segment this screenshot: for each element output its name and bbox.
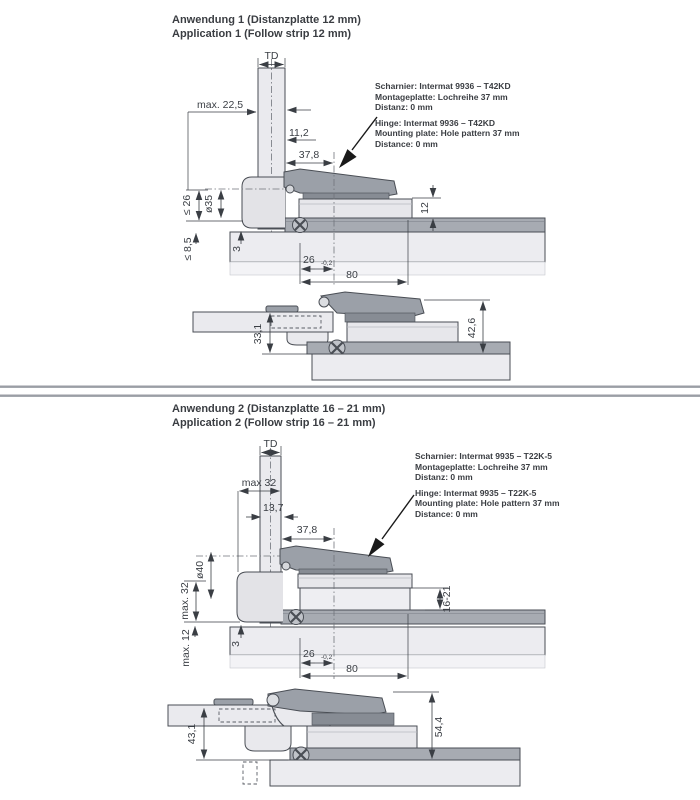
arm-bracket-open	[344, 312, 416, 323]
dim-reveal: 13,7	[263, 502, 284, 514]
application2-title: Anwendung 2 (Distanzplatte 16 – 21 mm) A…	[172, 402, 385, 430]
dim-arm-axis: 37,8	[299, 149, 320, 161]
application1-title-en: Application 1 (Follow strip 12 mm)	[172, 28, 352, 40]
dim-door-thickness: TD	[265, 50, 279, 62]
dim-open-b: 54,4	[433, 717, 445, 738]
application2-title-en: Application 2 (Follow strip 16 – 21 mm)	[172, 417, 376, 429]
annotation-app1-de-line3: Distanz: 0 mm	[375, 102, 433, 112]
hinge-knuckle-open	[318, 296, 330, 308]
carcase-panel-lower	[229, 654, 546, 669]
carcase-panel	[229, 231, 546, 263]
dim-edge-distance: ≤ 26	[181, 195, 193, 216]
app2-closed-view: TD max 32 13,7 37,8 ø40 max. 32	[179, 438, 546, 680]
dim-overlay: max. 22,5	[197, 99, 243, 111]
dim-door-thickness: TD	[264, 438, 278, 450]
hinge-cup	[236, 571, 283, 623]
app1-open-view: 33,1 42,6	[192, 291, 511, 381]
hinge-knuckle	[281, 561, 291, 571]
dim-overlay: max 32	[242, 477, 277, 489]
hinge-arm-open	[319, 291, 425, 318]
application1-title: Anwendung 1 (Distanzplatte 12 mm) Applic…	[172, 13, 361, 41]
annotation-app1: Scharnier: Intermat 9936 – T42KD Montage…	[375, 81, 520, 149]
screw-icon	[292, 217, 308, 233]
distance-plate-strip-open	[289, 747, 521, 761]
mounting-plate-open	[346, 321, 459, 343]
screw-icon	[292, 746, 310, 764]
carcase-front-strip	[280, 609, 546, 625]
annotation-app2: Scharnier: Intermat 9935 – T22K-5 Montag…	[415, 451, 560, 519]
carcase-panel-open	[311, 353, 511, 381]
dim-open-a: 33,1	[252, 324, 264, 345]
cup-hidden-outline	[270, 315, 322, 329]
cup-hidden-below	[242, 761, 258, 785]
dim-hole26-tolerance: -0,2	[321, 260, 333, 267]
application1-title-de: Anwendung 1 (Distanzplatte 12 mm)	[172, 14, 361, 26]
annotation-app2-en-line3: Distance: 0 mm	[415, 508, 478, 519]
annotation-app2-de-line3: Distanz: 0 mm	[415, 472, 473, 482]
hinge-arm	[283, 168, 398, 197]
screw-icon	[288, 609, 304, 625]
dim-reveal: 11,2	[289, 127, 309, 139]
hinge-cup	[241, 176, 285, 229]
dim-open-b: 42,6	[466, 318, 478, 339]
dim-hole80: 80	[346, 269, 358, 281]
distance-plate-strip	[284, 217, 546, 233]
cup-body-open	[244, 725, 292, 752]
cup-flange	[265, 305, 299, 313]
dim-plate-height: 16-21	[441, 585, 453, 612]
annotation-app2-de-line1: Scharnier: Intermat 9935 – T22K-5	[415, 451, 553, 461]
dim-gap3: 3	[231, 246, 243, 252]
arm-bracket	[298, 568, 388, 575]
screw-icon	[328, 339, 346, 357]
section-divider	[0, 385, 700, 397]
hinge-knuckle	[285, 184, 295, 194]
annotation-app2-de-line2: Montageplatte: Lochreihe 37 mm	[415, 461, 548, 472]
dim-open-a: 43,1	[186, 724, 198, 745]
annotation-app1-de-line2: Montageplatte: Lochreihe 37 mm	[375, 91, 508, 102]
application2-title-de: Anwendung 2 (Distanzplatte 16 – 21 mm)	[172, 403, 386, 415]
dim-gap-bottom: ≤ 8,5	[182, 237, 194, 260]
arm-elbow	[271, 705, 285, 727]
dim-plate-height: 12	[419, 202, 431, 214]
app1-closed-view: TD max. 22,5 11,2 37,8 ø35 ≤ 26	[181, 50, 546, 286]
carcase-panel-lower	[229, 261, 546, 276]
dim-gap-bottom: max. 12	[180, 629, 192, 667]
hinge-knuckle-open	[266, 693, 280, 707]
arm-bracket	[302, 192, 390, 200]
dim-hole26: 26	[303, 254, 315, 266]
dim-edge-distance: max. 32	[179, 582, 191, 620]
annotation-app2-en-line2: Mounting plate: Hole pattern 37 mm	[415, 498, 560, 508]
dim-hole26-tolerance: -0,2	[321, 654, 333, 661]
annotation-app1-de-line1: Scharnier: Intermat 9936 – T42KD	[375, 81, 511, 91]
distance-plate-16-21	[299, 587, 411, 611]
annotation-app2-en-line1: Hinge: Intermat 9935 – T22K-5	[415, 487, 537, 498]
annotation-app1-en-line2: Mounting plate: Hole pattern 37 mm	[375, 128, 520, 138]
carcase-panel-open	[269, 759, 521, 787]
door-panel-open	[192, 311, 334, 333]
annotation-app1-en-line1: Hinge: Intermat 9936 – T42KD	[375, 117, 495, 128]
leader-arrow-app2	[368, 494, 415, 557]
mounting-plate-open	[306, 725, 418, 749]
app2-open-view: 43,1 54,4	[167, 688, 521, 787]
dim-hole80: 80	[346, 663, 358, 675]
cup-flange	[213, 698, 254, 706]
dim-cup-diameter: ø40	[194, 561, 206, 579]
mounting-plate	[298, 198, 413, 219]
mounting-plate	[297, 573, 413, 589]
arm-bracket-open	[311, 712, 395, 726]
dim-gap3: 3	[230, 641, 242, 647]
dim-hole26: 26	[303, 648, 315, 660]
carcase-panel	[229, 626, 546, 656]
dim-arm-axis: 37,8	[297, 524, 318, 536]
dim-cup-diameter: ø35	[203, 195, 215, 213]
annotation-app1-en-line3: Distance: 0 mm	[375, 138, 438, 149]
leader-arrow-app1	[339, 116, 378, 168]
